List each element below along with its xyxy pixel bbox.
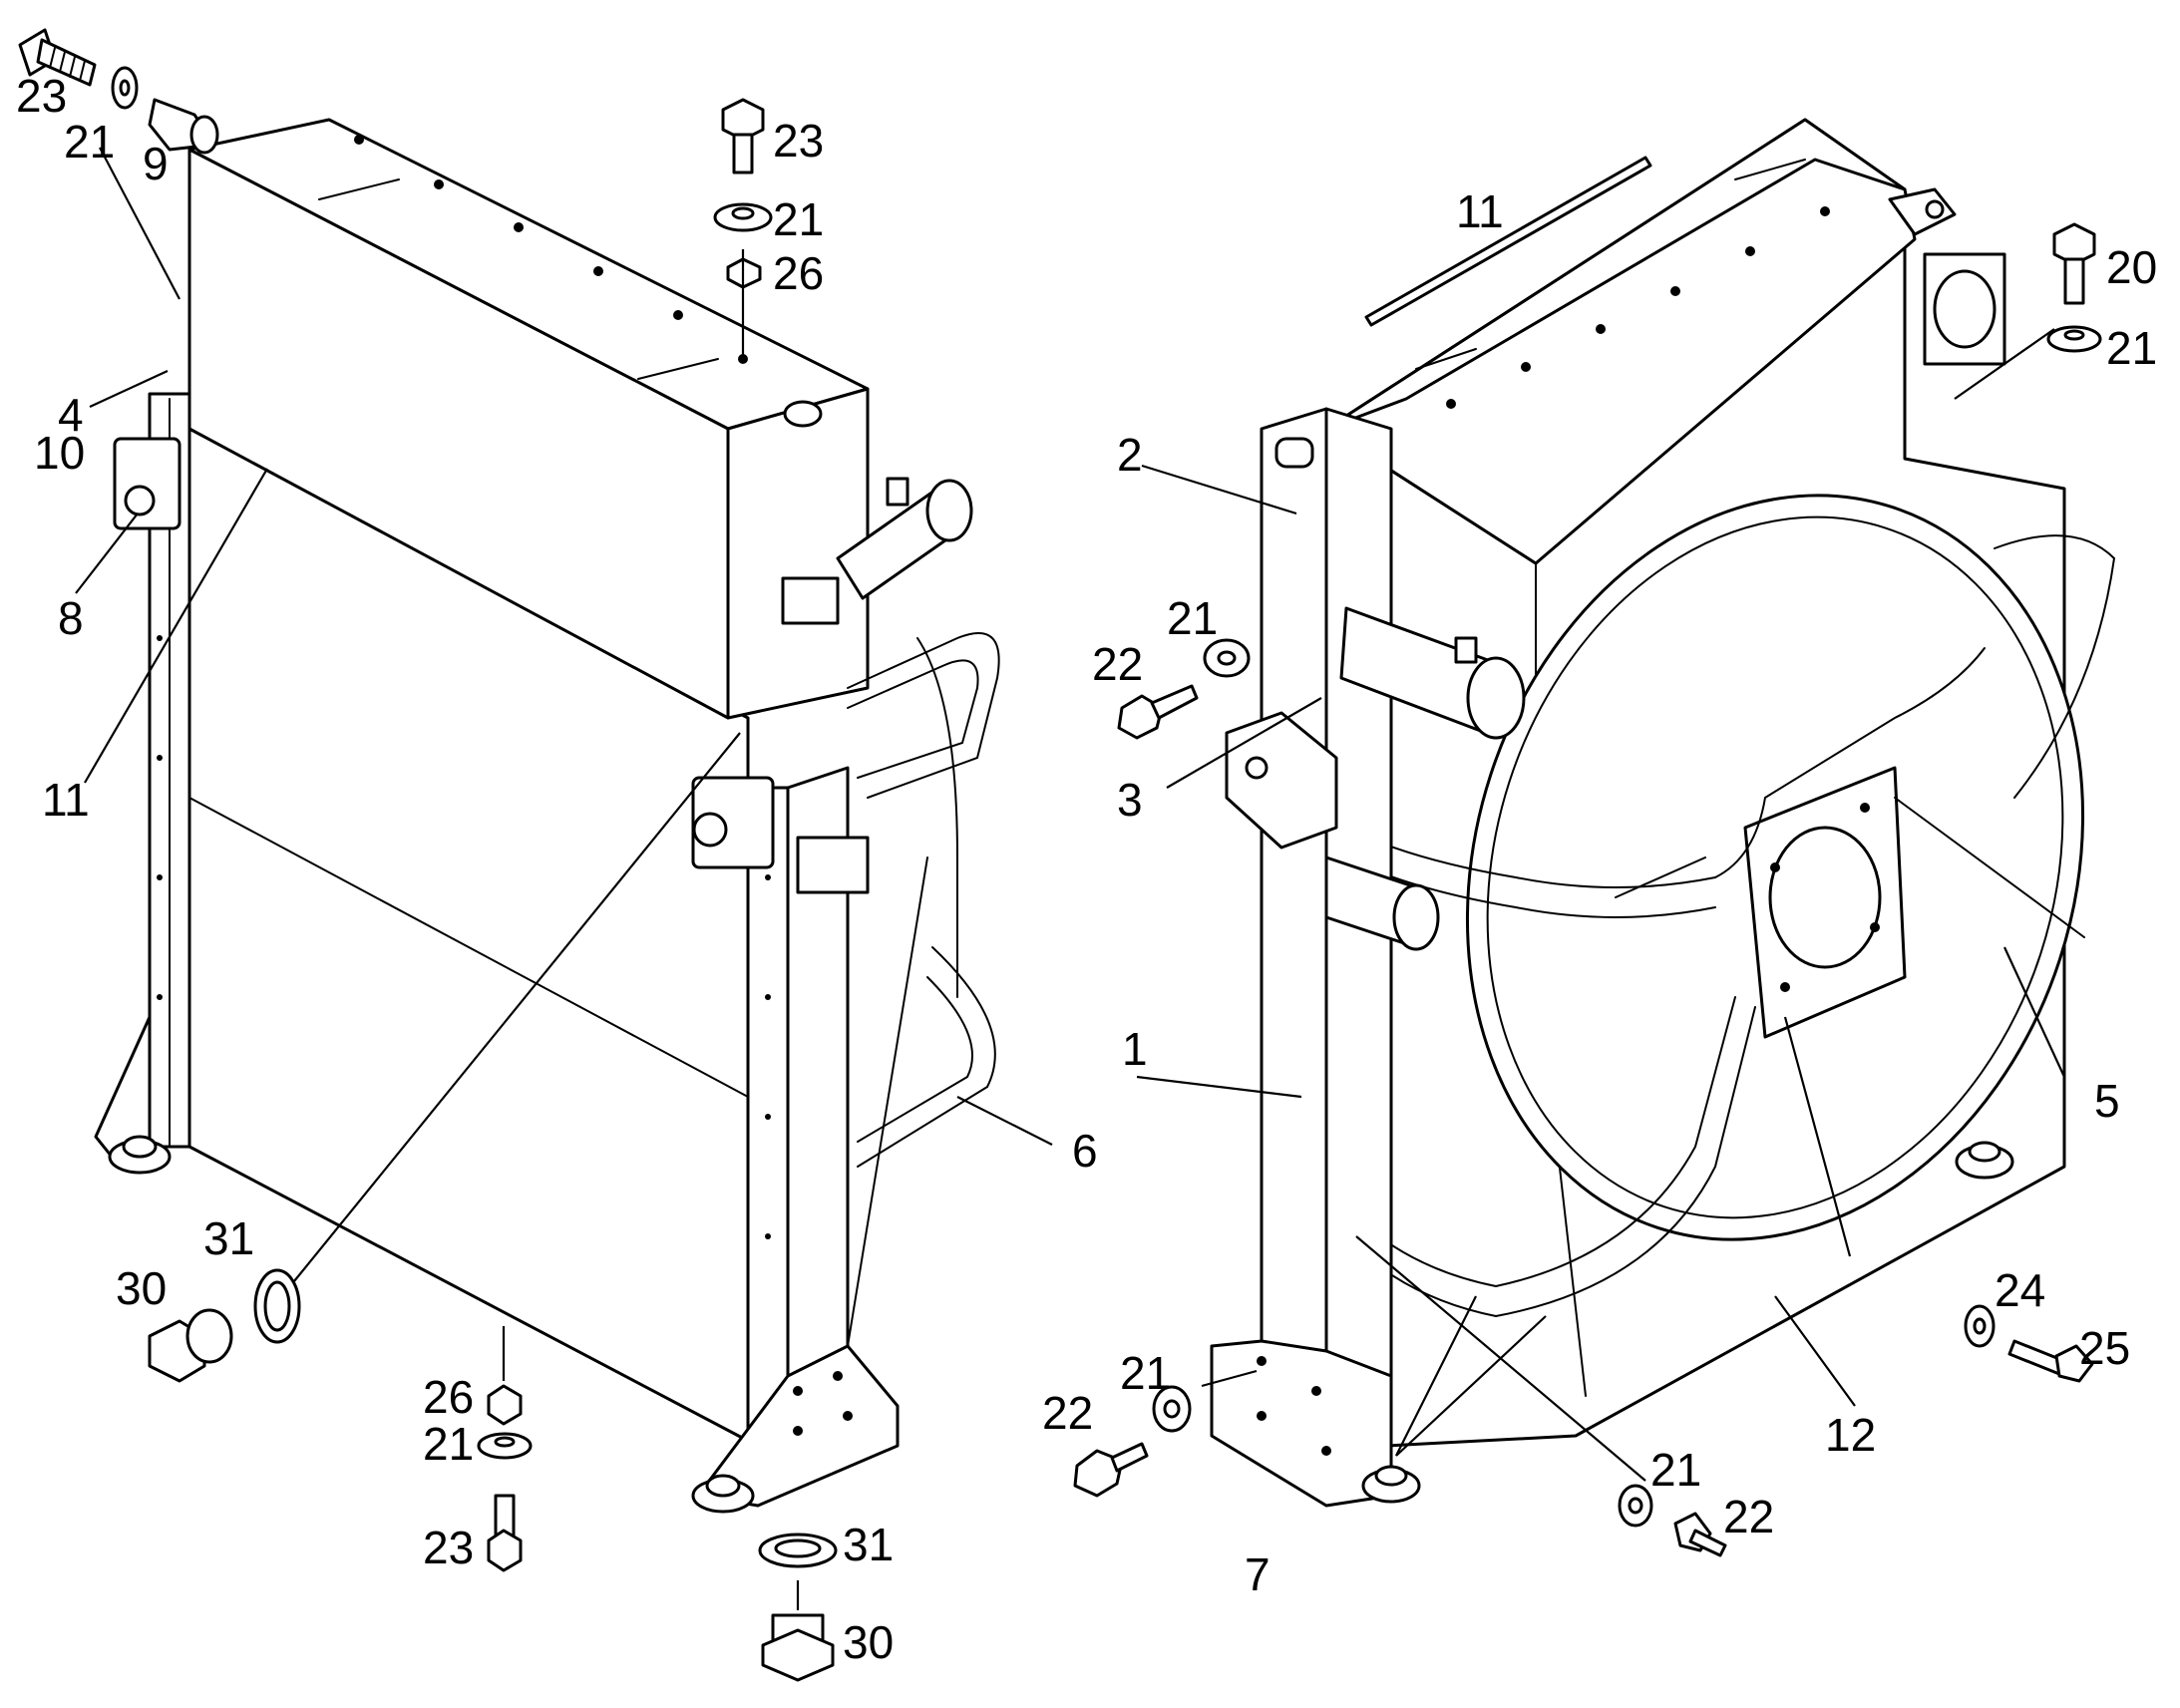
callout-23: 23 (773, 115, 824, 167)
callout-5: 5 (2094, 1075, 2120, 1127)
bolt-23-bottom (487, 1494, 523, 1572)
callout-22: 22 (1092, 638, 1143, 690)
callout-21: 21 (1650, 1444, 1701, 1496)
callout-21: 21 (64, 116, 115, 168)
washer-24 (1964, 1304, 1996, 1348)
seal-ring-31-left (253, 1268, 301, 1344)
top-tank-right (1324, 158, 1917, 565)
bolt-22-left-upper (1117, 684, 1199, 740)
callout-4: 4 (58, 389, 84, 441)
callout-26: 26 (423, 1371, 474, 1423)
nut-26-bottom (487, 1384, 523, 1426)
washer-21-top-left (111, 66, 139, 110)
callout-21: 21 (1120, 1347, 1171, 1399)
bracket-3 (1225, 711, 1338, 850)
drain-plug-30-bottom (761, 1613, 835, 1682)
callout-12: 12 (1825, 1409, 1876, 1461)
callout-23: 23 (423, 1522, 474, 1573)
spacer-9 (148, 98, 219, 155)
foot-pad-right-back (1955, 1141, 2014, 1180)
isolator-mount-middle (691, 776, 775, 869)
callout-26: 26 (773, 247, 824, 299)
callout-10: 10 (34, 427, 85, 479)
bolt-23-top-left (18, 28, 97, 87)
callout-31: 31 (203, 1212, 254, 1264)
callout-9: 9 (143, 138, 169, 189)
right-side-frame (696, 766, 900, 1508)
callout-22: 22 (1042, 1387, 1093, 1439)
right-leader-lines (1136, 328, 2065, 1482)
right-callouts: 11 20 21 2 21 22 3 1 5 24 25 12 21 22 7 … (1042, 185, 2157, 1600)
callout-22: 22 (1723, 1491, 1774, 1542)
foot-pad-right-front (1361, 1465, 1421, 1504)
seal-ring-31-bottom (758, 1533, 838, 1568)
washer-21-bottom-left (1152, 1385, 1192, 1433)
washer-21-left-upper (1203, 638, 1251, 678)
callout-20: 20 (2106, 241, 2157, 293)
callout-21: 21 (423, 1418, 474, 1470)
seal-strip-11 (1364, 156, 1652, 327)
left-leader-lines (75, 147, 1053, 1610)
foot-pad-left (108, 1135, 172, 1175)
right-assembly: 11 20 21 2 21 22 3 1 5 24 25 12 21 22 7 … (1042, 118, 2157, 1600)
inlet-pipe (1324, 606, 1526, 951)
washer-21-bottom-right (1618, 1484, 1653, 1528)
bolt-22-bottom-left (1073, 1442, 1149, 1498)
callout-2: 2 (1117, 429, 1143, 481)
bolt-23-top (721, 98, 765, 174)
callout-30: 30 (843, 1616, 894, 1668)
callout-11: 11 (1456, 185, 1504, 237)
callout-3: 3 (1117, 774, 1143, 826)
outlet-flange (1923, 252, 2006, 366)
motor-mount-plate (1743, 766, 1907, 1039)
outlet-pipe (781, 477, 973, 894)
callout-31: 31 (843, 1519, 894, 1570)
washer-21-top (713, 202, 773, 232)
callout-21: 21 (2106, 322, 2157, 374)
callout-11: 11 (42, 774, 90, 826)
side-post (1210, 407, 1393, 1508)
top-tank (187, 118, 870, 720)
callout-25: 25 (2079, 1322, 2130, 1374)
callout-24: 24 (1995, 1264, 2045, 1316)
bolt-20 (2052, 222, 2096, 305)
callout-30: 30 (116, 1262, 167, 1314)
washer-21-bottom (477, 1432, 533, 1460)
callout-21: 21 (773, 193, 824, 245)
callout-6: 6 (1072, 1125, 1098, 1177)
washer-21-upper-right (2046, 325, 2102, 353)
foot-pad-right (691, 1474, 755, 1514)
callout-23: 23 (16, 70, 67, 122)
callout-7: 7 (1245, 1548, 1271, 1600)
guard-tube-right (1325, 534, 2116, 1318)
callout-1: 1 (1122, 1023, 1148, 1075)
left-callouts: 23 21 9 23 21 26 4 10 8 11 6 31 30 26 21… (16, 70, 1098, 1668)
bolt-25 (2007, 1339, 2094, 1383)
callout-21: 21 (1167, 592, 1218, 644)
bolt-22-bottom-right (1673, 1512, 1727, 1557)
lift-eye (1888, 187, 1957, 236)
left-assembly: 23 21 9 23 21 26 4 10 8 11 6 31 30 26 21… (16, 28, 1098, 1682)
guard-tube (847, 632, 1000, 1347)
callout-8: 8 (58, 592, 84, 644)
isolator-mount-top (113, 437, 182, 530)
drain-plug-30-left (148, 1308, 233, 1383)
